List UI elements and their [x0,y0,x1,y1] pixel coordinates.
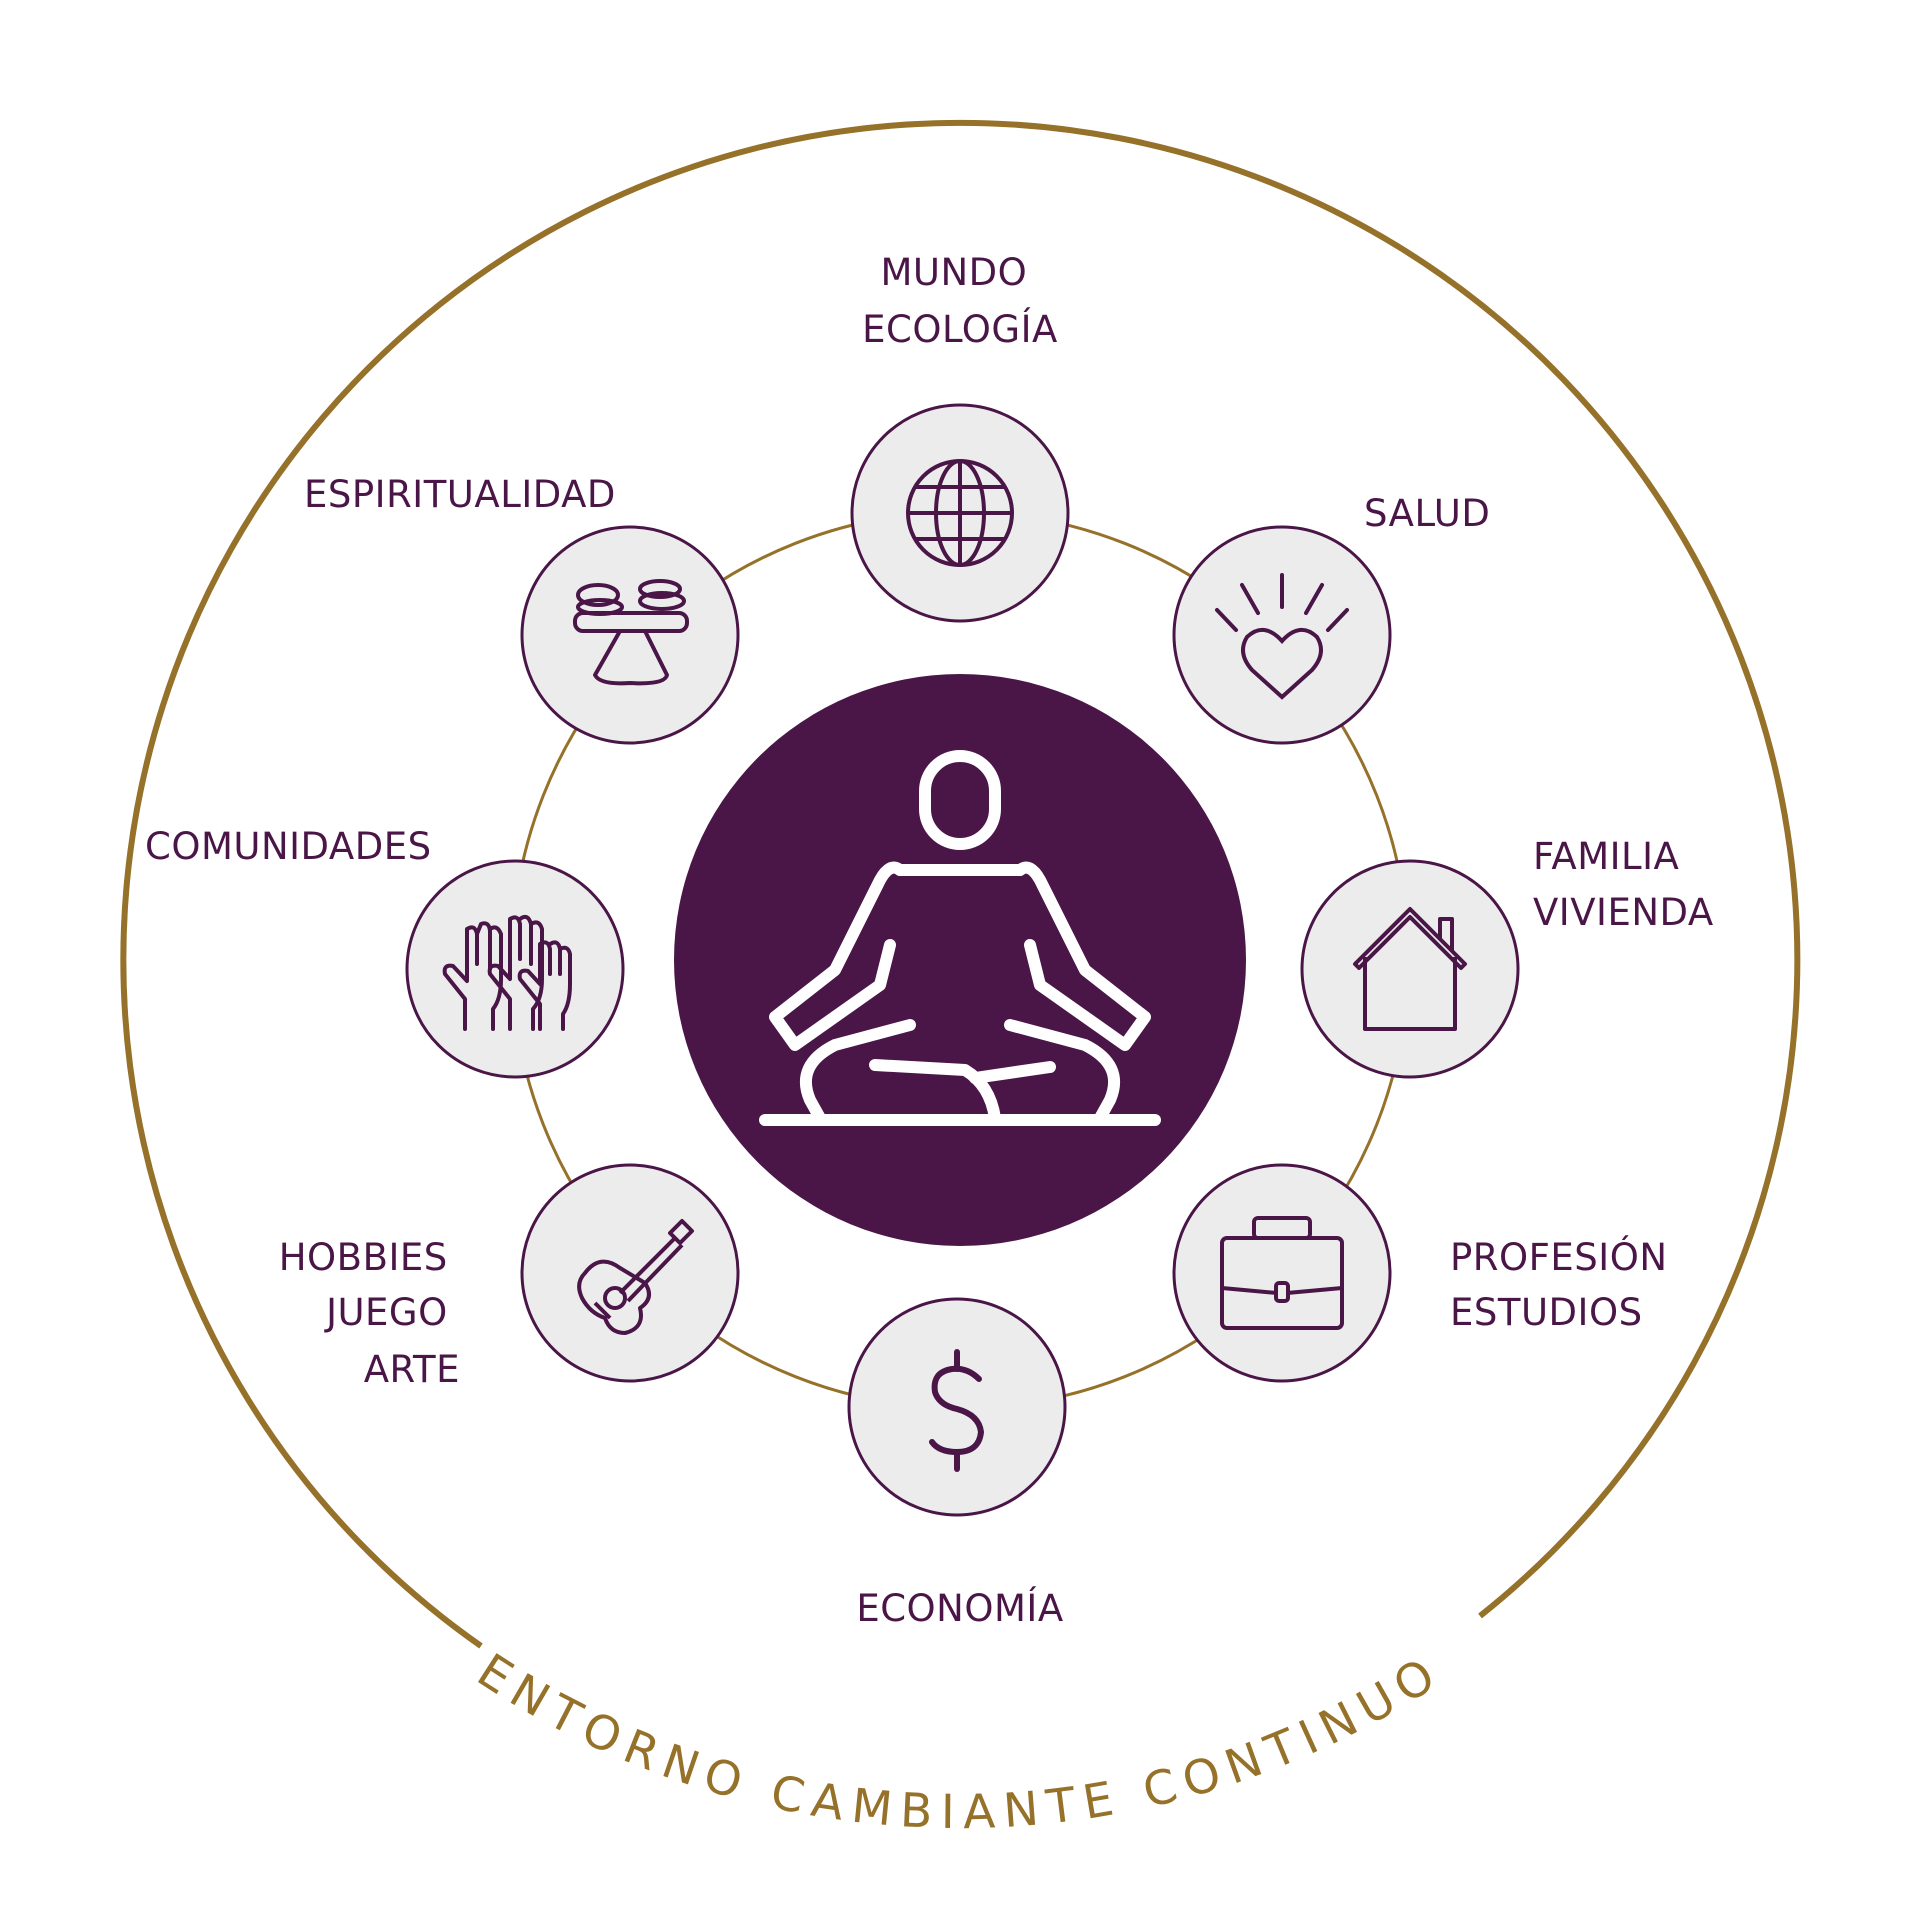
environment-circle [120,119,1801,1649]
label-profesion: PROFESIÓN ESTUDIOS [1450,1235,1680,1334]
node-comunidades [405,859,625,1079]
label-familia: FAMILIA VIVIENDA [1533,835,1714,934]
house-icon [1353,907,1467,1031]
label-espiritualidad: ESPIRITUALIDAD [304,473,616,516]
node-salud [1172,525,1392,745]
label-comunidades: COMUNIDADES [145,825,432,868]
node-familia [1300,859,1520,1079]
label-hobbies: HOBBIES JUEGO ARTE [279,1236,460,1391]
raised-hands-icon [442,914,572,1031]
guitar-icon [577,1219,694,1335]
briefcase-icon [1220,1216,1344,1330]
node-espiritualidad [520,525,740,745]
stacked-stones-icon [573,579,689,686]
node-mundo [850,403,1070,623]
heart-icon [1215,573,1349,700]
environment-label: ENTORNO CAMBIANTE CONTINUO [468,1643,1453,1840]
label-mundo: MUNDO ECOLOGÍA [862,251,1058,351]
globe-icon [906,459,1014,567]
node-economia [847,1297,1067,1517]
meditating-person-icon [759,750,1161,1126]
center-node [674,674,1246,1246]
label-economia: ECONOMÍA [856,1586,1063,1630]
dollar-icon [929,1349,985,1472]
node-hobbies [520,1163,740,1383]
node-profesion [1172,1163,1392,1383]
label-salud: SALUD [1364,492,1490,535]
